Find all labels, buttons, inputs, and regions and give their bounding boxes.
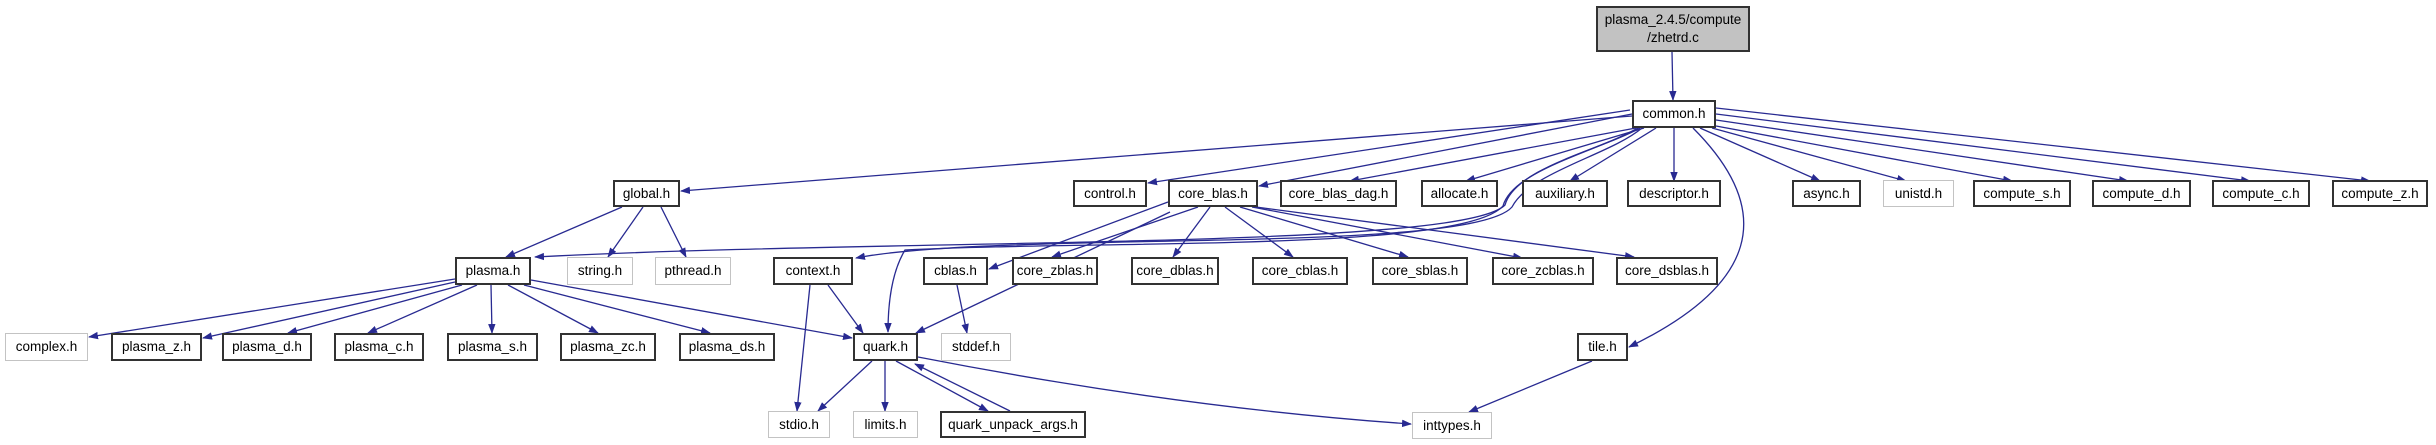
edge-plasma-plasma_zc	[507, 284, 599, 334]
edge-plasma-plasma_d	[287, 284, 463, 335]
edge-global-plasma	[505, 206, 623, 258]
node-core_dblas[interactable]: core_dblas.h	[1131, 257, 1219, 285]
edge-common-compute_c	[1715, 113, 2251, 184]
edge-common-core_blas	[1258, 113, 1633, 188]
node-stddef: stddef.h	[941, 333, 1011, 361]
edge-quark_unpack_args-quark	[914, 363, 1011, 412]
edge-core_blas-core_dblas	[1172, 206, 1211, 258]
node-complex: complex.h	[5, 333, 88, 361]
edge-plasma-quark	[530, 279, 853, 341]
node-auxiliary[interactable]: auxiliary.h	[1522, 180, 1608, 207]
edge-common-quark	[884, 127, 1639, 333]
node-compute_d[interactable]: compute_d.h	[2092, 180, 2191, 207]
node-plasma_ds[interactable]: plasma_ds.h	[679, 333, 775, 361]
edge-common-unistd	[1711, 127, 1907, 183]
edge-quark-stdio	[817, 360, 873, 412]
edge-global-pthread	[660, 206, 687, 258]
node-quark_unpack_args[interactable]: quark_unpack_args.h	[940, 411, 1086, 438]
node-tile[interactable]: tile.h	[1577, 333, 1628, 361]
edge-core_blas-core_dsblas	[1255, 206, 1635, 260]
node-async[interactable]: async.h	[1792, 180, 1861, 207]
node-plasma_z[interactable]: plasma_z.h	[111, 333, 202, 361]
node-core_blas_dag[interactable]: core_blas_dag.h	[1280, 180, 1397, 207]
node-plasma_s[interactable]: plasma_s.h	[447, 333, 538, 361]
node-zhetrd: plasma_2.4.5/compute /zhetrd.c	[1596, 6, 1750, 52]
edge-plasma-plasma_c	[367, 284, 478, 334]
node-descriptor[interactable]: descriptor.h	[1627, 180, 1721, 207]
node-compute_c[interactable]: compute_c.h	[2212, 180, 2310, 207]
node-allocate[interactable]: allocate.h	[1421, 180, 1498, 207]
node-plasma[interactable]: plasma.h	[455, 257, 531, 285]
edge-common-compute_d	[1715, 119, 2129, 184]
edge-quark-quark_unpack_args	[895, 360, 989, 412]
node-cblas[interactable]: cblas.h	[923, 257, 988, 285]
edge-context-quark	[827, 284, 864, 334]
node-core_dsblas[interactable]: core_dsblas.h	[1616, 257, 1718, 285]
edge-common-auxiliary	[1569, 127, 1657, 182]
node-core_sblas[interactable]: core_sblas.h	[1372, 257, 1468, 285]
edge-cblas-stddef	[956, 284, 969, 334]
node-quark[interactable]: quark.h	[853, 333, 918, 361]
edge-plasma-plasma_z	[202, 281, 456, 340]
node-plasma_d[interactable]: plasma_d.h	[222, 333, 312, 361]
edge-plasma-plasma_s	[488, 284, 496, 334]
node-core_zcblas[interactable]: core_zcblas.h	[1492, 257, 1594, 285]
edge-common-control	[1147, 109, 1631, 186]
edge-core_blas-core_cblas	[1224, 206, 1294, 258]
node-pthread: pthread.h	[655, 257, 731, 285]
node-core_zblas[interactable]: core_zblas.h	[1012, 257, 1098, 285]
node-common[interactable]: common.h	[1632, 100, 1716, 128]
node-context[interactable]: context.h	[773, 257, 853, 285]
edge-zhetrd-common	[1669, 51, 1677, 101]
edge-tile-inttypes	[1468, 360, 1593, 413]
node-global[interactable]: global.h	[613, 180, 680, 207]
edge-common-allocate	[1465, 127, 1645, 182]
edge-common-global	[680, 115, 1633, 194]
node-compute_z[interactable]: compute_z.h	[2332, 180, 2428, 207]
node-plasma_c[interactable]: plasma_c.h	[334, 333, 424, 361]
edge-common-core_blas_dag	[1349, 127, 1637, 183]
edge-plasma-plasma_ds	[523, 284, 711, 335]
edge-common-compute_s	[1715, 125, 2013, 183]
edge-core_blas-core_zblas	[1051, 206, 1199, 258]
node-inttypes: inttypes.h	[1412, 412, 1492, 439]
node-core_blas[interactable]: core_blas.h	[1168, 180, 1258, 207]
edge-common-async	[1699, 127, 1821, 182]
edge-core_blas-core_zcblas	[1251, 206, 1523, 260]
edge-core_blas-core_sblas	[1239, 206, 1409, 258]
edge-plasma-complex	[88, 278, 456, 340]
edge-global-string	[607, 206, 644, 258]
node-limits: limits.h	[853, 411, 918, 438]
edge-quark-inttypes	[917, 356, 1412, 428]
edge-common-compute_z	[1715, 107, 2371, 184]
node-core_cblas[interactable]: core_cblas.h	[1252, 257, 1348, 285]
node-compute_s[interactable]: compute_s.h	[1973, 180, 2071, 207]
edge-common-tile	[1628, 127, 1745, 348]
node-stdio: stdio.h	[768, 411, 830, 438]
node-plasma_zc[interactable]: plasma_zc.h	[560, 333, 656, 361]
edge-context-stdio	[794, 284, 811, 412]
node-string: string.h	[567, 257, 633, 285]
node-control[interactable]: control.h	[1073, 180, 1147, 207]
node-unistd: unistd.h	[1883, 180, 1954, 207]
